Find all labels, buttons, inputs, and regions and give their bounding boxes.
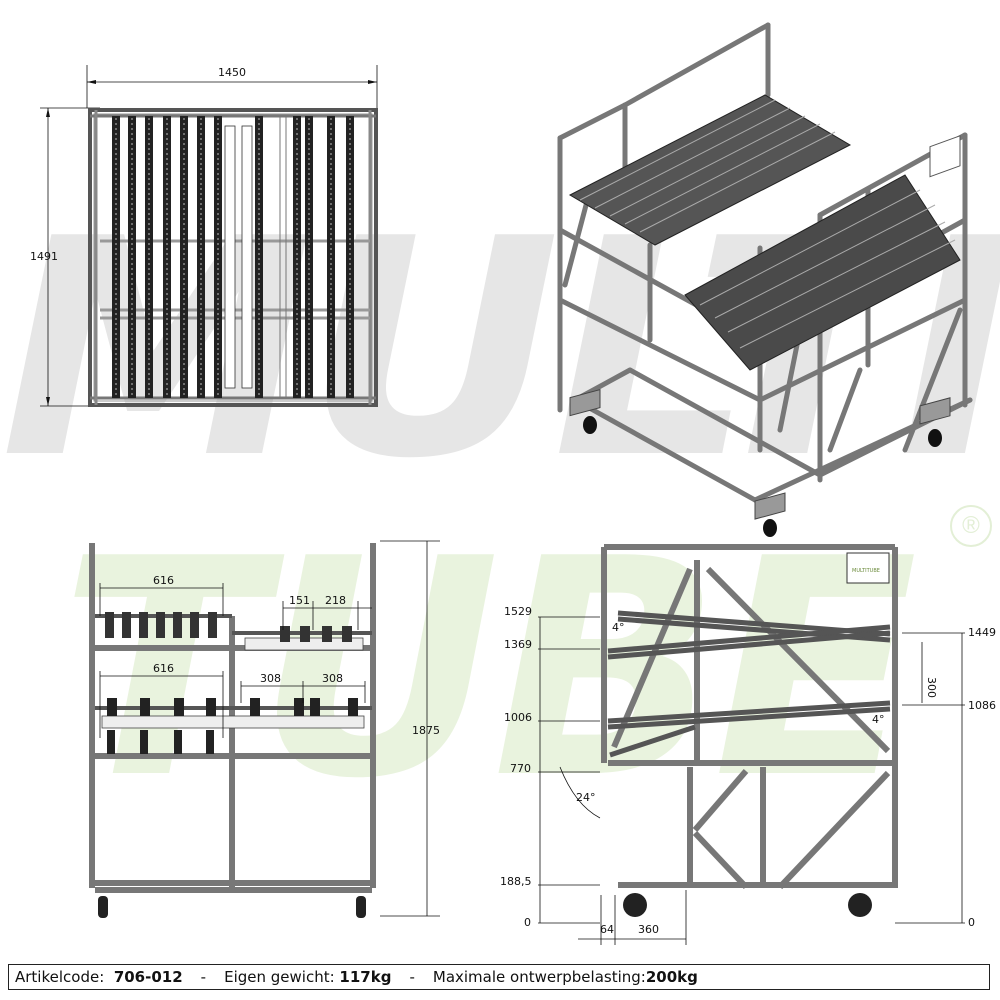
top-width-dim: 1450 — [218, 66, 246, 79]
side-dim-360: 360 — [638, 923, 659, 936]
front-dim-308-right: 308 — [322, 672, 343, 685]
side-angle-lower: 4° — [872, 713, 885, 726]
side-angle-base: 24° — [576, 791, 596, 804]
side-height-188-5: 188,5 — [500, 875, 532, 888]
watermark-tube: TUBE — [60, 495, 918, 844]
top-view-drawing: 1450 1491 — [30, 65, 378, 407]
front-dim-616-lower: 616 — [153, 662, 174, 675]
side-angle-upper: 4° — [612, 621, 625, 634]
top-depth-dim: 1491 — [30, 250, 58, 263]
side-height-1006: 1006 — [504, 711, 532, 724]
article-code-value: 706-012 — [113, 968, 183, 986]
label-plate-text: MULTITUBE — [852, 568, 880, 574]
front-height-dim: 1875 — [412, 724, 440, 737]
front-dim-151: 151 — [289, 594, 310, 607]
registered-mark: ® — [950, 505, 992, 547]
side-dim-64: 64 — [600, 923, 614, 936]
front-dim-616-upper: 616 — [153, 574, 174, 587]
separator: - — [200, 968, 207, 986]
front-view-drawing: 616 151 218 616 308 308 1875 — [89, 540, 440, 918]
separator: - — [409, 968, 415, 986]
spec-footer: Artikelcode: 706-012 - Eigen gewicht: 11… — [8, 964, 990, 990]
side-height-1449: 1449 — [968, 626, 996, 639]
weight-value: 117kg — [339, 968, 392, 986]
side-height-0-left: 0 — [524, 916, 531, 929]
side-height-0-right: 0 — [968, 916, 975, 929]
front-dim-308-left: 308 — [260, 672, 281, 685]
front-dim-218: 218 — [325, 594, 346, 607]
max-load-value: 200kg — [645, 968, 698, 986]
side-shelf-spacing: 300 — [925, 677, 938, 698]
side-view-drawing: MULTITUBE — [500, 544, 996, 945]
isometric-view-drawing — [557, 22, 973, 537]
side-height-770: 770 — [510, 762, 531, 775]
max-load-label: Maximale ontwerpbelasting: — [432, 968, 646, 986]
side-height-1529: 1529 — [504, 605, 532, 618]
side-height-1086: 1086 — [968, 699, 996, 712]
weight-label: Eigen gewicht: — [224, 968, 335, 986]
side-height-1369: 1369 — [504, 638, 532, 651]
article-code-label: Artikelcode: — [15, 968, 105, 986]
